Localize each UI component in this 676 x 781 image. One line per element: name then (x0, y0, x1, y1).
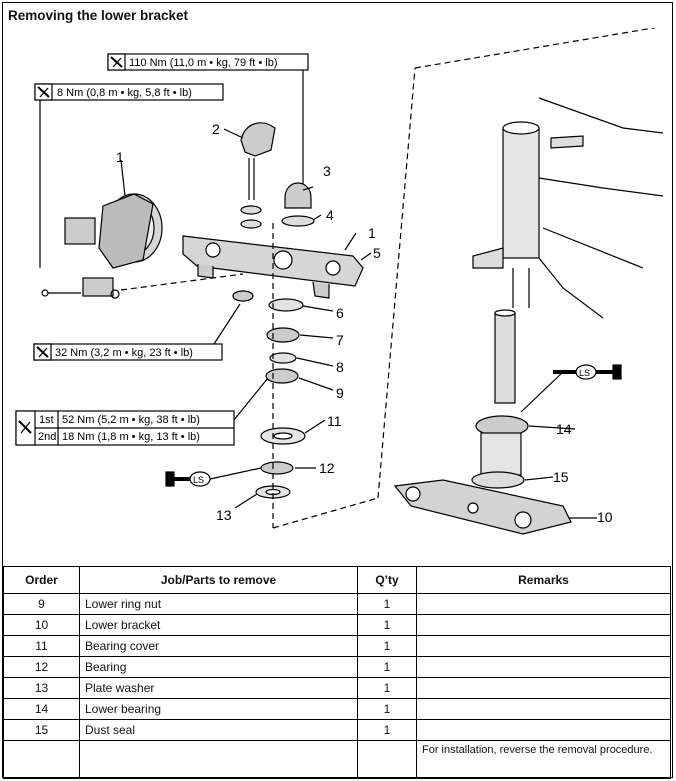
torque-box-two-stage: 1st 52 Nm (5,2 m • kg, 38 ft • lb) 2nd 1… (15, 410, 235, 446)
callout-12: 12 (319, 460, 335, 476)
wrench-icon (37, 86, 50, 98)
table-row: 15 Dust seal 1 (3, 719, 671, 741)
table-row-final: For installation, reverse the removal pr… (3, 740, 671, 779)
callout-1: 1 (116, 149, 124, 165)
callout-10: 10 (597, 509, 613, 525)
job-table: Order Job/Parts to remove Q’ty Remarks 9… (3, 566, 671, 779)
exploded-diagram: 110 Nm (11,0 m • kg, 79 ft • lb) 8 Nm (0… (15, 28, 664, 535)
callout-6: 6 (336, 305, 344, 321)
grease-ls-icon-right: LS (520, 364, 622, 413)
wrench-icon (18, 420, 32, 434)
grease-ls-icon-left: LS (165, 467, 262, 487)
svg-text:18 Nm (1,8 m • kg, 13 ft • lb): 18 Nm (1,8 m • kg, 13 ft • lb) (62, 431, 200, 443)
table-row: 9 Lower ring nut 1 (3, 593, 671, 615)
header-job: Job/Parts to remove (79, 566, 358, 594)
torque-110-text: 110 Nm (11,0 m • kg, 79 ft • lb) (129, 57, 278, 69)
table-row: 12 Bearing 1 (3, 656, 671, 678)
table-row: 10 Lower bracket 1 (3, 614, 671, 636)
final-remarks: For installation, reverse the removal pr… (416, 740, 671, 779)
callout-9: 9 (336, 385, 344, 401)
lower-parts (255, 427, 306, 499)
dashed-guides (120, 28, 657, 529)
table-row: 14 Lower bearing 1 (3, 698, 671, 720)
header-remarks: Remarks (416, 566, 671, 594)
callout-13: 13 (216, 507, 232, 523)
handlebar-holder (240, 122, 276, 229)
callout-11: 11 (327, 413, 342, 429)
svg-text:LS: LS (579, 368, 590, 378)
headlight-assembly (41, 193, 163, 299)
torque-box-110: 110 Nm (11,0 m • kg, 79 ft • lb) (107, 53, 309, 71)
svg-text:1st: 1st (39, 414, 54, 426)
steering-stem-nut (281, 182, 315, 227)
callout-4: 4 (326, 207, 334, 223)
page-title: Removing the lower bracket (8, 8, 189, 23)
callout-14: 14 (556, 421, 572, 437)
header-qty: Q’ty (357, 566, 417, 594)
callout-8: 8 (336, 359, 344, 375)
torque-box-32: 32 Nm (3,2 m • kg, 23 ft • lb) (33, 343, 223, 361)
torque-32-text: 32 Nm (3,2 m • kg, 23 ft • lb) (55, 347, 193, 359)
callout-1b: 1 (368, 225, 376, 241)
header-order: Order (3, 566, 80, 594)
callout-numbers: 1 2 3 4 1 5 6 7 8 9 11 12 13 14 15 10 (116, 121, 613, 525)
wrench-icon (36, 346, 49, 358)
svg-text:LS: LS (193, 475, 204, 485)
bracket-nut (232, 290, 254, 302)
table-header-row: Order Job/Parts to remove Q’ty Remarks (3, 566, 671, 594)
callout-3: 3 (323, 163, 331, 179)
steering-stem (471, 309, 529, 489)
callout-2: 2 (212, 121, 220, 137)
svg-text:52 Nm (5,2 m • kg, 38 ft • lb): 52 Nm (5,2 m • kg, 38 ft • lb) (62, 414, 200, 426)
table-row: 11 Bearing cover 1 (3, 635, 671, 657)
stack-parts (265, 298, 304, 384)
svg-text:2nd: 2nd (38, 431, 56, 443)
torque-8-text: 8 Nm (0,8 m • kg, 5,8 ft • lb) (57, 87, 192, 99)
table-row: 13 Plate washer 1 (3, 677, 671, 699)
torque-box-8: 8 Nm (0,8 m • kg, 5,8 ft • lb) (34, 83, 224, 101)
wrench-icon (110, 56, 123, 68)
callout-7: 7 (336, 332, 344, 348)
callout-5: 5 (373, 245, 381, 261)
lower-bracket (393, 479, 572, 535)
frame-head-pipe (472, 97, 664, 319)
upper-bracket (182, 235, 364, 299)
callout-15: 15 (553, 469, 569, 485)
